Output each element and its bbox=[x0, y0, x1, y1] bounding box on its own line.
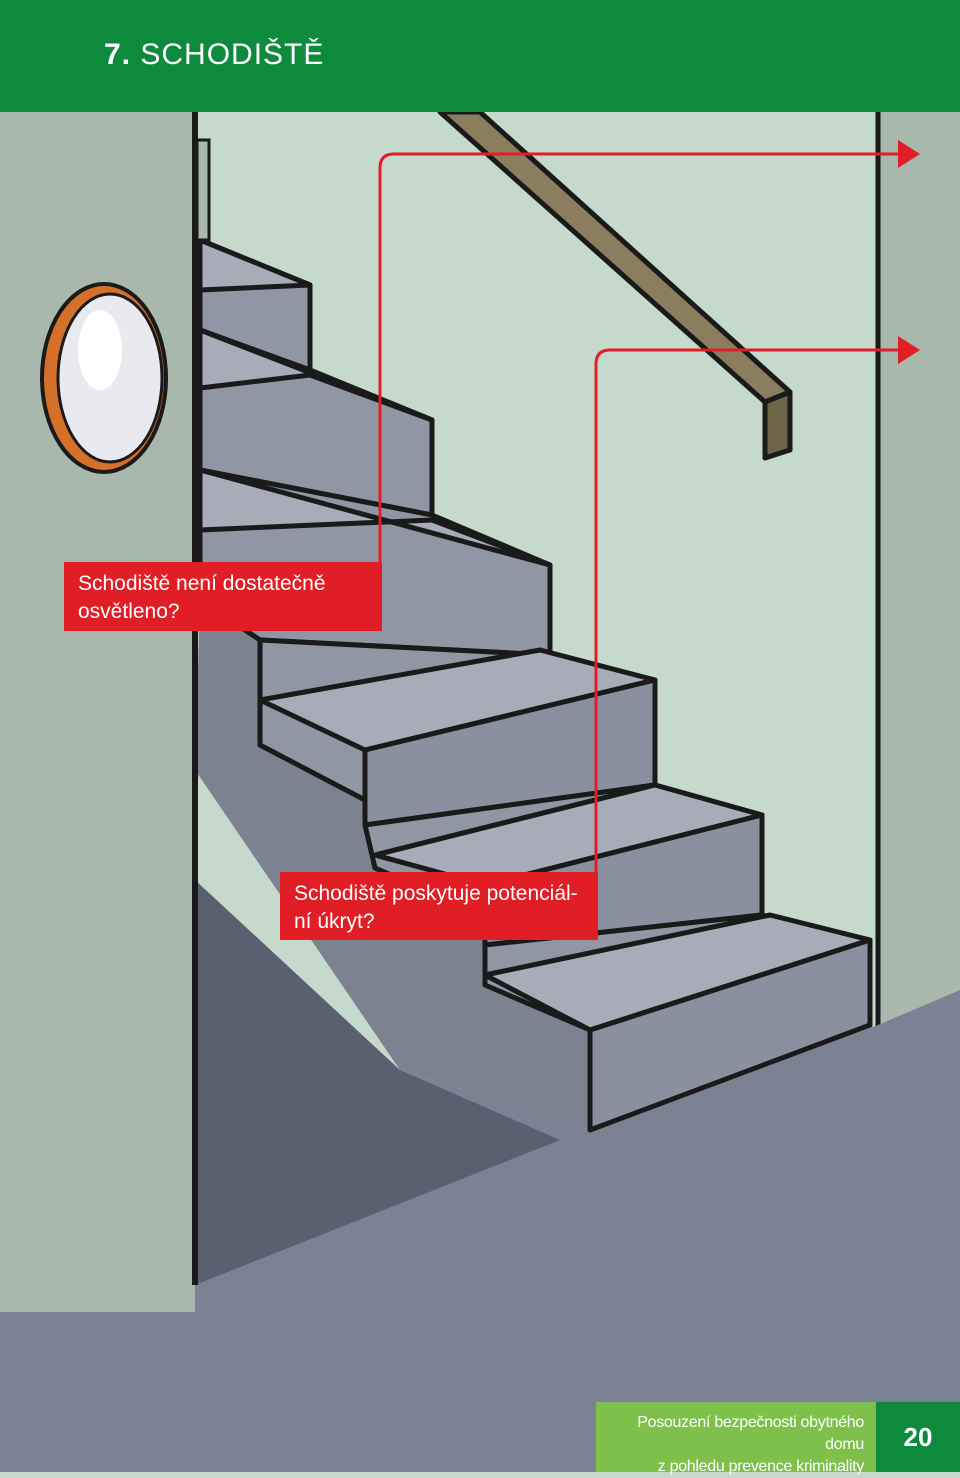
footer-line: z pohledu prevence kriminality bbox=[657, 1458, 865, 1475]
footer-line: Posouzení bezpečnosti obytného domu bbox=[637, 1414, 864, 1453]
stair-illustration bbox=[0, 112, 960, 1472]
callout-lighting: Schodiště není dostatečně osvětleno? bbox=[64, 562, 382, 631]
handrail bbox=[437, 112, 793, 461]
stair-shadow bbox=[195, 880, 560, 1285]
footer-caption: Posouzení bezpečnosti obytného domu z po… bbox=[596, 1402, 876, 1475]
callout-hiding-place: Schodiště poskytuje potenciál- ní úkryt? bbox=[280, 872, 598, 940]
wall-lamp-icon bbox=[40, 282, 168, 474]
callout-pointers bbox=[378, 152, 900, 872]
section-name: SCHODIŠTĚ bbox=[140, 38, 325, 71]
callout-text: osvětleno? bbox=[78, 600, 180, 623]
arrow-icon bbox=[898, 140, 920, 168]
arrow-icon bbox=[898, 336, 920, 364]
section-number: 7. bbox=[104, 38, 132, 71]
section-title: 7. SCHODIŠTĚ bbox=[104, 38, 324, 72]
page-header: 7. SCHODIŠTĚ bbox=[0, 0, 960, 112]
page-number: 20 bbox=[876, 1402, 960, 1472]
right-wall bbox=[878, 112, 960, 1025]
callout-text: Schodiště poskytuje potenciál- bbox=[294, 882, 578, 905]
callout-text: ní úkryt? bbox=[294, 910, 375, 933]
callout-text: Schodiště není dostatečně bbox=[78, 572, 326, 595]
